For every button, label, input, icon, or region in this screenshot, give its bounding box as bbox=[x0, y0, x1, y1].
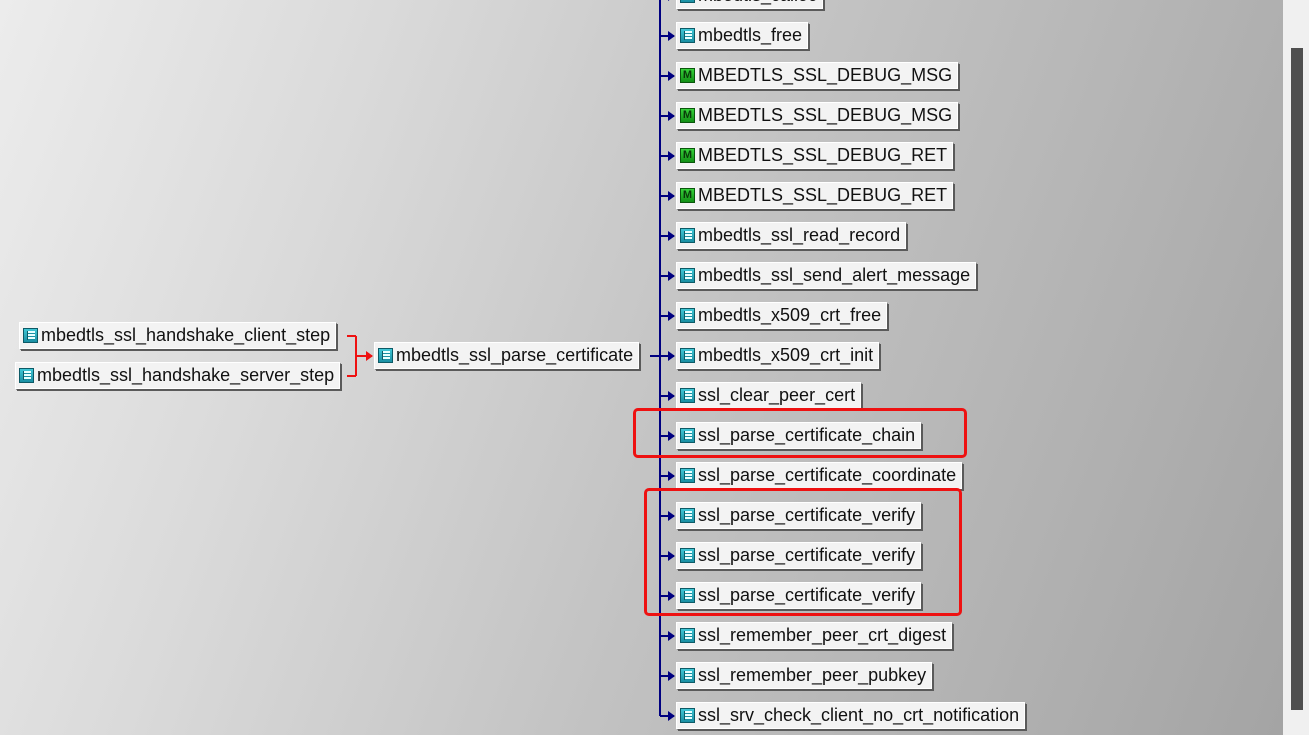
callee-link-arrow bbox=[668, 311, 675, 321]
node-label: ssl_clear_peer_cert bbox=[698, 385, 856, 405]
callee-node[interactable]: mbedtls_x509_crt_free bbox=[676, 302, 888, 329]
function-icon bbox=[680, 228, 695, 243]
callee-node[interactable]: M MBEDTLS_SSL_DEBUG_MSG bbox=[676, 62, 959, 89]
function-icon bbox=[680, 588, 695, 603]
callee-node[interactable]: mbedtls_ssl_read_record bbox=[676, 222, 907, 249]
node-label: ssl_parse_certificate_verify bbox=[698, 505, 916, 525]
callee-node[interactable]: ssl_clear_peer_cert bbox=[676, 382, 862, 409]
node-label: mbedtls_free bbox=[698, 25, 803, 45]
scrollbar-thumb[interactable] bbox=[1291, 48, 1303, 710]
node-label: mbedtls_ssl_handshake_client_step bbox=[41, 325, 331, 345]
node-label: mbedtls_ssl_parse_certificate bbox=[396, 345, 634, 365]
callee-node[interactable]: M MBEDTLS_SSL_DEBUG_RET bbox=[676, 182, 954, 209]
node-label: MBEDTLS_SSL_DEBUG_MSG bbox=[698, 105, 953, 125]
callee-link-arrow bbox=[668, 351, 675, 361]
callee-node[interactable]: ssl_remember_peer_pubkey bbox=[676, 662, 933, 689]
node-label: ssl_parse_certificate_coordinate bbox=[698, 465, 957, 485]
function-icon bbox=[680, 548, 695, 563]
node-label: ssl_parse_certificate_chain bbox=[698, 425, 916, 445]
function-icon bbox=[378, 348, 393, 363]
callee-link-arrow bbox=[668, 191, 675, 201]
callee-link-arrow bbox=[668, 711, 675, 721]
caller-node-server-step[interactable]: mbedtls_ssl_handshake_server_step bbox=[15, 362, 341, 389]
callee-link-arrow bbox=[668, 671, 675, 681]
node-label: mbedtls_x509_crt_free bbox=[698, 305, 882, 325]
node-label: mbedtls_ssl_send_alert_message bbox=[698, 265, 971, 285]
callee-node[interactable]: ssl_parse_certificate_chain bbox=[676, 422, 922, 449]
callee-node[interactable]: mbedtls_free bbox=[676, 22, 809, 49]
function-icon bbox=[23, 328, 38, 343]
highlight-box-verify bbox=[644, 488, 962, 616]
callee-link-arrow bbox=[668, 471, 675, 481]
node-label: mbedtls_x509_crt_init bbox=[698, 345, 874, 365]
callee-link-arrow bbox=[668, 111, 675, 121]
node-label: ssl_remember_peer_crt_digest bbox=[698, 625, 947, 645]
node-label: ssl_srv_check_client_no_crt_notification bbox=[698, 705, 1020, 725]
callee-link-arrow bbox=[668, 431, 675, 441]
node-label: ssl_remember_peer_pubkey bbox=[698, 665, 927, 685]
callee-node[interactable]: M MBEDTLS_SSL_DEBUG_MSG bbox=[676, 102, 959, 129]
callee-node[interactable]: ssl_remember_peer_crt_digest bbox=[676, 622, 953, 649]
callee-node[interactable]: ssl_parse_certificate_verify bbox=[676, 542, 922, 569]
callee-link-arrow bbox=[668, 71, 675, 81]
node-label: mbedtls_ssl_read_record bbox=[698, 225, 901, 245]
macro-icon: M bbox=[680, 68, 695, 83]
callee-link-arrow bbox=[668, 391, 675, 401]
node-label: MBEDTLS_SSL_DEBUG_RET bbox=[698, 185, 948, 205]
node-label: ssl_parse_certificate_verify bbox=[698, 585, 916, 605]
function-icon bbox=[680, 308, 695, 323]
caller-link-arrow bbox=[366, 351, 373, 361]
callee-node[interactable]: mbedtls_ssl_send_alert_message bbox=[676, 262, 977, 289]
callee-link-arrow bbox=[668, 31, 675, 41]
function-icon bbox=[680, 628, 695, 643]
function-icon bbox=[680, 0, 695, 3]
callee-node[interactable]: mbedtls_calloc bbox=[676, 0, 824, 9]
center-node[interactable]: mbedtls_ssl_parse_certificate bbox=[374, 342, 640, 369]
macro-icon: M bbox=[680, 108, 695, 123]
callee-node[interactable]: M MBEDTLS_SSL_DEBUG_RET bbox=[676, 142, 954, 169]
highlight-box-chain bbox=[633, 408, 967, 458]
function-icon bbox=[680, 268, 695, 283]
callee-link-arrow bbox=[668, 591, 675, 601]
function-icon bbox=[680, 708, 695, 723]
macro-icon: M bbox=[680, 148, 695, 163]
callee-link-arrow bbox=[668, 511, 675, 521]
function-icon bbox=[680, 508, 695, 523]
callee-link-arrow bbox=[668, 271, 675, 281]
macro-icon: M bbox=[680, 188, 695, 203]
function-icon bbox=[680, 468, 695, 483]
function-icon bbox=[680, 28, 695, 43]
node-label: MBEDTLS_SSL_DEBUG_MSG bbox=[698, 65, 953, 85]
function-icon bbox=[19, 368, 34, 383]
callee-node[interactable]: ssl_parse_certificate_verify bbox=[676, 582, 922, 609]
callee-link-arrow bbox=[668, 551, 675, 561]
callee-node[interactable]: ssl_parse_certificate_coordinate bbox=[676, 462, 963, 489]
node-label: mbedtls_ssl_handshake_server_step bbox=[37, 365, 335, 385]
function-icon bbox=[680, 668, 695, 683]
node-label: MBEDTLS_SSL_DEBUG_RET bbox=[698, 145, 948, 165]
callee-link-arrow bbox=[668, 151, 675, 161]
callee-node[interactable]: ssl_srv_check_client_no_crt_notification bbox=[676, 702, 1026, 729]
callee-node[interactable]: mbedtls_x509_crt_init bbox=[676, 342, 880, 369]
callee-link-arrow bbox=[668, 631, 675, 641]
function-icon bbox=[680, 388, 695, 403]
callee-node[interactable]: ssl_parse_certificate_verify bbox=[676, 502, 922, 529]
node-label: mbedtls_calloc bbox=[698, 0, 817, 6]
callee-link-arrow bbox=[668, 0, 670, 1]
caller-node-client-step[interactable]: mbedtls_ssl_handshake_client_step bbox=[19, 322, 337, 349]
callee-link-arrow bbox=[668, 231, 675, 241]
function-icon bbox=[680, 348, 695, 363]
vertical-scrollbar[interactable] bbox=[1283, 0, 1309, 735]
function-icon bbox=[680, 428, 695, 443]
node-label: ssl_parse_certificate_verify bbox=[698, 545, 916, 565]
